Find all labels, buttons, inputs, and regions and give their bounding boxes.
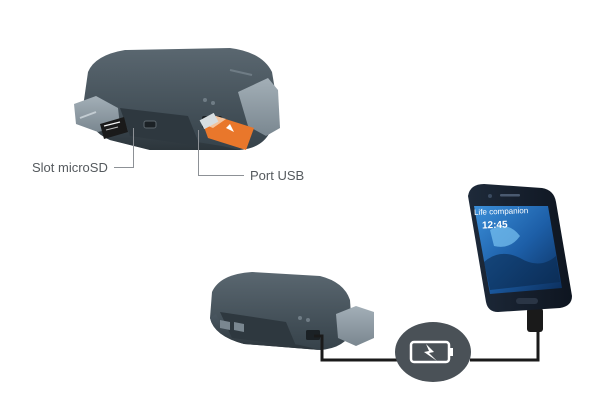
battery-charging-icon [395, 322, 471, 382]
smartphone [468, 184, 572, 312]
microsd-leader-horizontal [114, 167, 134, 168]
microsd-leader-vertical [133, 128, 134, 168]
phone-screen-tagline: Life companion [473, 206, 529, 217]
charging-cable [314, 308, 543, 362]
usb-leader-vertical [198, 130, 199, 176]
usb-drive-icon [199, 112, 254, 150]
port-usb-label: Port USB [250, 168, 305, 183]
phone-screen-time: 12:45 [481, 219, 508, 232]
usb-leader-horizontal [198, 175, 244, 176]
microsd-card-icon [100, 117, 128, 139]
powerbank-bottom [210, 272, 374, 350]
slot-microsd-label: Slot microSD [32, 160, 108, 175]
